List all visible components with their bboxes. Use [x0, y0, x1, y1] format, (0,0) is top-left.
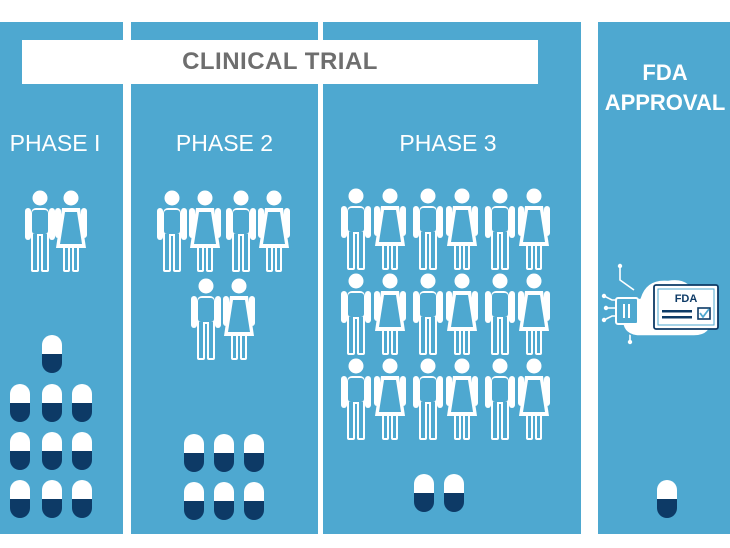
pill-icon: [214, 434, 234, 472]
pill-icon: [444, 474, 464, 512]
person-icon: [446, 273, 478, 355]
person-icon: [157, 190, 187, 272]
pill-icon: [10, 384, 30, 422]
phase-3-people: [341, 188, 550, 440]
pill-icon: [42, 335, 62, 373]
person-icon: [341, 358, 371, 440]
pill-icon: [42, 432, 62, 470]
person-icon: [258, 190, 290, 272]
person-icon: [189, 190, 221, 272]
pill-icon: [657, 480, 677, 518]
fda-approval-line1: FDA: [642, 60, 688, 85]
fda-certificate-icon: FDA: [601, 263, 719, 345]
pill-icon: [184, 434, 204, 472]
pill-icon: [72, 480, 92, 518]
person-icon: [226, 190, 256, 272]
fda-badge-text: FDA: [675, 293, 698, 305]
person-icon: [223, 278, 255, 360]
person-icon: [485, 273, 515, 355]
person-icon: [25, 190, 55, 272]
person-icon: [446, 188, 478, 270]
pill-icon: [10, 480, 30, 518]
person-icon: [413, 188, 443, 270]
pill-icon: [214, 482, 234, 520]
pill-icon: [42, 480, 62, 518]
person-icon: [485, 188, 515, 270]
phase-1-pills: [10, 335, 92, 518]
pill-icon: [10, 432, 30, 470]
person-icon: [341, 273, 371, 355]
person-icon: [518, 358, 550, 440]
phase-3-label: PHASE 3: [399, 130, 497, 156]
pill-icon: [244, 482, 264, 520]
fda-approval-title: FDA APPROVAL: [600, 58, 730, 118]
person-icon: [446, 358, 478, 440]
person-icon: [55, 190, 87, 272]
pill-icon: [244, 434, 264, 472]
person-icon: [191, 278, 221, 360]
person-icon: [485, 358, 515, 440]
person-icon: [341, 188, 371, 270]
clinical-trial-banner: CLINICAL TRIAL: [22, 40, 538, 84]
pill-icon: [414, 474, 434, 512]
person-icon: [374, 358, 406, 440]
pill-icon: [184, 482, 204, 520]
person-icon: [518, 188, 550, 270]
person-icon: [413, 273, 443, 355]
phase-1-label: PHASE I: [9, 130, 101, 156]
phase-2-label: PHASE 2: [175, 130, 274, 156]
person-icon: [374, 273, 406, 355]
person-icon: [413, 358, 443, 440]
person-icon: [374, 188, 406, 270]
pill-icon: [42, 384, 62, 422]
fda-approval-line2: APPROVAL: [604, 90, 726, 115]
banner-title: CLINICAL TRIAL: [182, 48, 378, 75]
pill-icon: [72, 384, 92, 422]
phase-2-pills: [184, 434, 264, 520]
pill-icon: [72, 432, 92, 470]
person-icon: [518, 273, 550, 355]
